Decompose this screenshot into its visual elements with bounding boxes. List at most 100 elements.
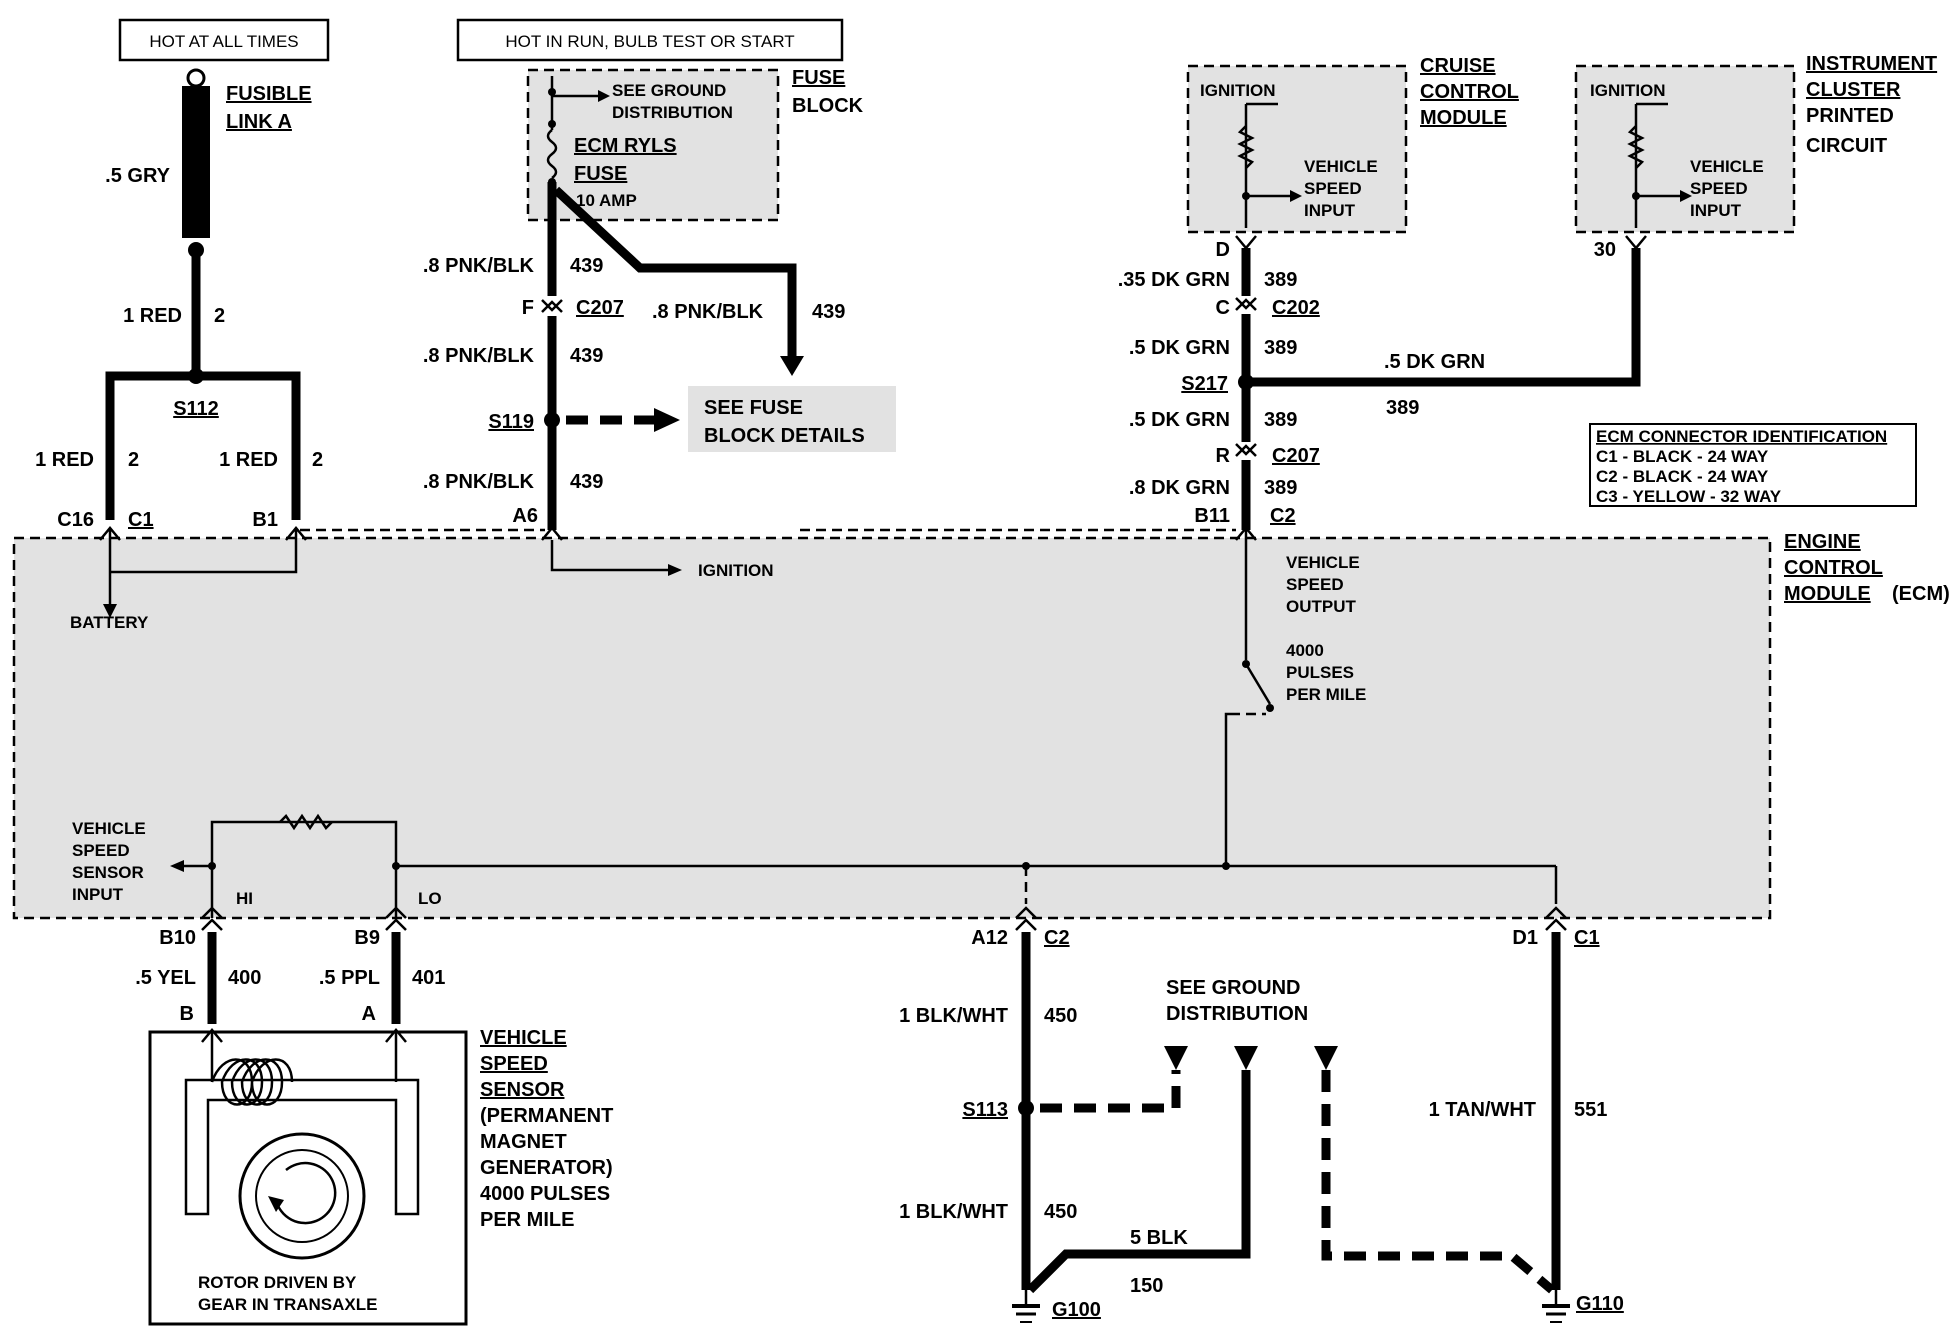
dk-grn-08: .8 DK GRN [1129,477,1230,499]
ground-g100-icon [1012,1290,1040,1323]
ecm-id-c2: C2 - BLACK - 24 WAY [1596,467,1769,486]
pin-a: A [362,1003,376,1025]
pin-b9: B9 [354,927,380,949]
battery-label: BATTERY [70,613,149,632]
s217-label: S217 [1181,373,1228,395]
sensor-line-4: (PERMANENT [480,1105,613,1127]
vss-in-1: VEHICLE [72,819,146,838]
see-ground-1: SEE GROUND [1166,977,1300,999]
rotor-line-1: ROTOR DRIVEN BY [198,1273,357,1292]
c207-top: C207 [576,297,624,319]
cruise-title-2: CONTROL [1420,81,1519,103]
pin-b10: B10 [159,927,196,949]
blk-wht-2-circuit: 450 [1044,1201,1077,1223]
vso-3: OUTPUT [1286,597,1357,616]
ground-g110-icon [1542,1290,1570,1323]
fuse-block-label: FUSE [792,67,845,89]
s112-label: S112 [173,398,219,420]
pnk-blk-1-circuit: 439 [570,255,603,277]
pin-c16: C16 [57,509,94,531]
ppl-circuit: 401 [412,967,445,989]
fusible-link-name: FUSIBLE [226,83,312,105]
connector-c1-top: C1 [128,509,154,531]
ecm-title-suffix: (ECM) [1892,583,1950,605]
yel-wire: .5 YEL [135,967,196,989]
dk-grn-05-cluster: .5 DK GRN [1384,351,1485,373]
splice-s119 [544,412,560,428]
g100-label: G100 [1052,1299,1101,1321]
ecm-title-1: ENGINE [1784,531,1861,553]
fusible-link-name-2: LINK A [226,111,292,133]
ecm-id-c1: C1 - BLACK - 24 WAY [1596,447,1769,466]
cruise-vss-3: INPUT [1304,201,1356,220]
rotor-line-2: GEAR IN TRANSAXLE [198,1295,377,1314]
ecm-hi: HI [236,889,253,908]
cluster-ignition: IGNITION [1590,81,1666,100]
sensor-line-7: 4000 PULSES [480,1183,610,1205]
blk5-circuit: 150 [1130,1275,1163,1297]
dk-grn-05-1: .5 DK GRN [1129,337,1230,359]
sensor-line-5: MAGNET [480,1131,567,1153]
red-wire-label: 1 RED [123,305,182,327]
blk5-wire: 5 BLK [1130,1227,1188,1249]
pin-30: 30 [1594,239,1616,261]
blk-wht-1-circuit: 450 [1044,1005,1077,1027]
cruise-title-1: CRUISE [1420,55,1496,77]
red-wire-circuit: 2 [214,305,225,327]
c2-top: C2 [1270,505,1296,527]
tan-wht-circuit: 551 [1574,1099,1607,1121]
pulses-1: 4000 [1286,641,1324,660]
sensor-line-1: VEHICLE [480,1027,567,1049]
ecm-id-c3: C3 - YELLOW - 32 WAY [1596,487,1782,506]
ppl-wire: .5 PPL [319,967,380,989]
tan-wht-wire: 1 TAN/WHT [1429,1099,1536,1121]
pnk-blk-branch: .8 PNK/BLK [652,301,764,323]
pin-b11: B11 [1194,505,1230,527]
sensor-line-6: GENERATOR) [480,1157,613,1179]
fuse-see-ground-1: SEE GROUND [612,81,726,100]
hot-in-run-box [456,18,844,62]
ecm-box [14,538,1770,918]
c207-right: C207 [1272,445,1320,467]
c202-label: C202 [1272,297,1320,319]
rotor-icon [238,1132,366,1260]
hot-at-all-times-box [118,18,330,62]
fuse-name-2: FUSE [574,163,627,185]
pnk-blk-3-circuit: 439 [570,471,603,493]
cruise-vss-2: SPEED [1304,179,1362,198]
s113-label: S113 [962,1099,1008,1121]
pin-b1: B1 [252,509,278,531]
dk-grn-08-circuit: 389 [1264,477,1297,499]
vss-in-3: SENSOR [72,863,144,882]
fusible-link [182,86,210,238]
s119-label: S119 [488,411,534,433]
cluster-box [1576,66,1794,232]
c2-bottom: C2 [1044,927,1070,949]
pin-a6: A6 [512,505,538,527]
cluster-vss-2: SPEED [1690,179,1748,198]
ecm-id-title: ECM CONNECTOR IDENTIFICATION [1596,427,1887,446]
cluster-title-1: INSTRUMENT [1806,53,1937,75]
fuse-block-label-2: BLOCK [792,95,864,117]
right-red-circuit: 2 [312,449,323,471]
see-fuse-block-2: BLOCK DETAILS [704,425,865,447]
sensor-line-8: PER MILE [480,1209,574,1231]
c1-bottom: C1 [1574,927,1600,949]
dk-grn-035: .35 DK GRN [1118,269,1230,291]
fuse-see-ground-2: DISTRIBUTION [612,103,733,122]
see-fuse-block-1: SEE FUSE [704,397,803,419]
pulses-3: PER MILE [1286,685,1366,704]
left-red-label: 1 RED [35,449,94,471]
pnk-blk-2: .8 PNK/BLK [423,345,535,367]
ecm-title-3: MODULE [1784,583,1871,605]
g110-label: G110 [1576,1293,1624,1315]
cluster-title-4: CIRCUIT [1806,135,1887,157]
pnk-blk-3: .8 PNK/BLK [423,471,535,493]
see-ground-2: DISTRIBUTION [1166,1003,1308,1025]
fuse-name: ECM RYLS [574,135,677,157]
pin-r: R [1216,445,1231,467]
vss-in-2: SPEED [72,841,130,860]
dk-grn-05-2-circuit: 389 [1264,409,1297,431]
cluster-vss-3: INPUT [1690,201,1742,220]
